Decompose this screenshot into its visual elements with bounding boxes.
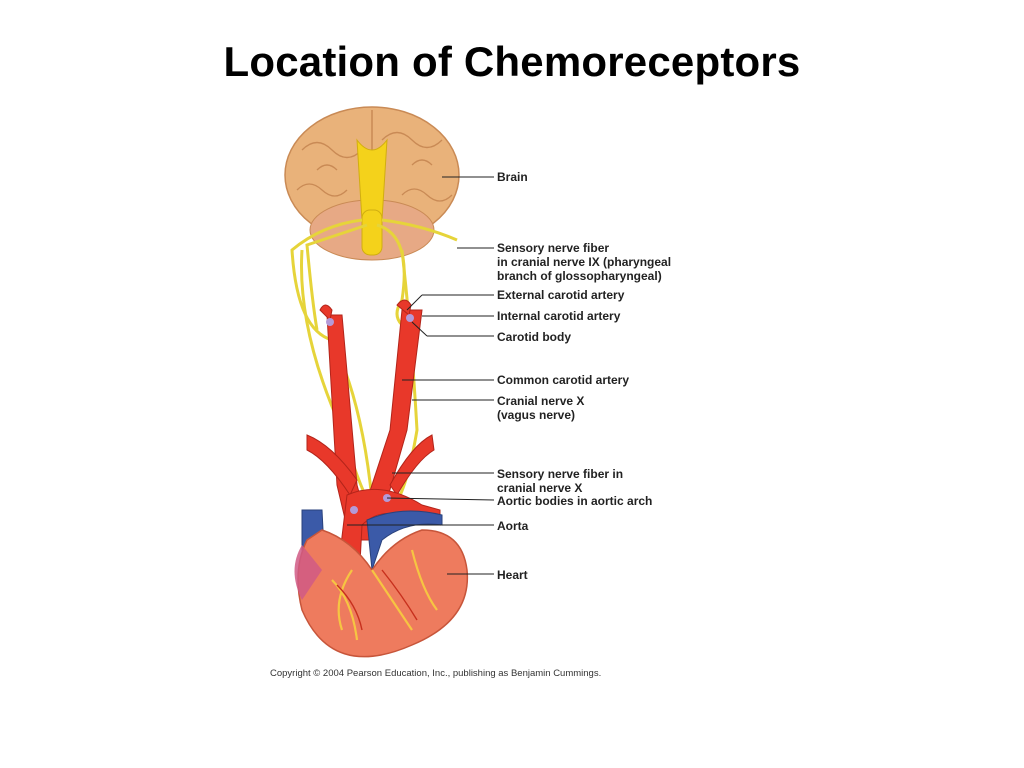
- heart-illustration: [294, 529, 469, 658]
- slide-title: Location of Chemoreceptors: [223, 38, 801, 85]
- label-heart: Heart: [497, 568, 528, 582]
- label-common-carotid-artery: Common carotid artery: [497, 373, 630, 387]
- label-external-carotid-artery: External carotid artery: [497, 288, 625, 302]
- label-cranial-nerve-x: Cranial nerve X (vagus nerve): [497, 394, 585, 422]
- copyright-notice: Copyright © 2004 Pearson Education, Inc.…: [270, 668, 602, 679]
- label-sensory-nerve-x: Sensory nerve fiber in cranial nerve X: [497, 467, 624, 495]
- brain-illustration: [284, 106, 460, 261]
- chemoreceptor-diagram: Brain Sensory nerve fiber in cranial ner…: [262, 100, 732, 690]
- nerve-fibers: [290, 218, 458, 513]
- anatomy-illustration: [284, 106, 495, 658]
- label-aorta: Aorta: [497, 519, 529, 533]
- label-leader-lines: [347, 176, 495, 575]
- label-brain: Brain: [497, 170, 528, 184]
- label-internal-carotid-artery: Internal carotid artery: [497, 309, 621, 323]
- label-aortic-bodies: Aortic bodies in aortic arch: [497, 494, 653, 508]
- carotid-arteries: [306, 299, 435, 541]
- label-sensory-nerve-ix: Sensory nerve fiber in cranial nerve IX …: [497, 241, 672, 283]
- label-carotid-body: Carotid body: [497, 330, 571, 344]
